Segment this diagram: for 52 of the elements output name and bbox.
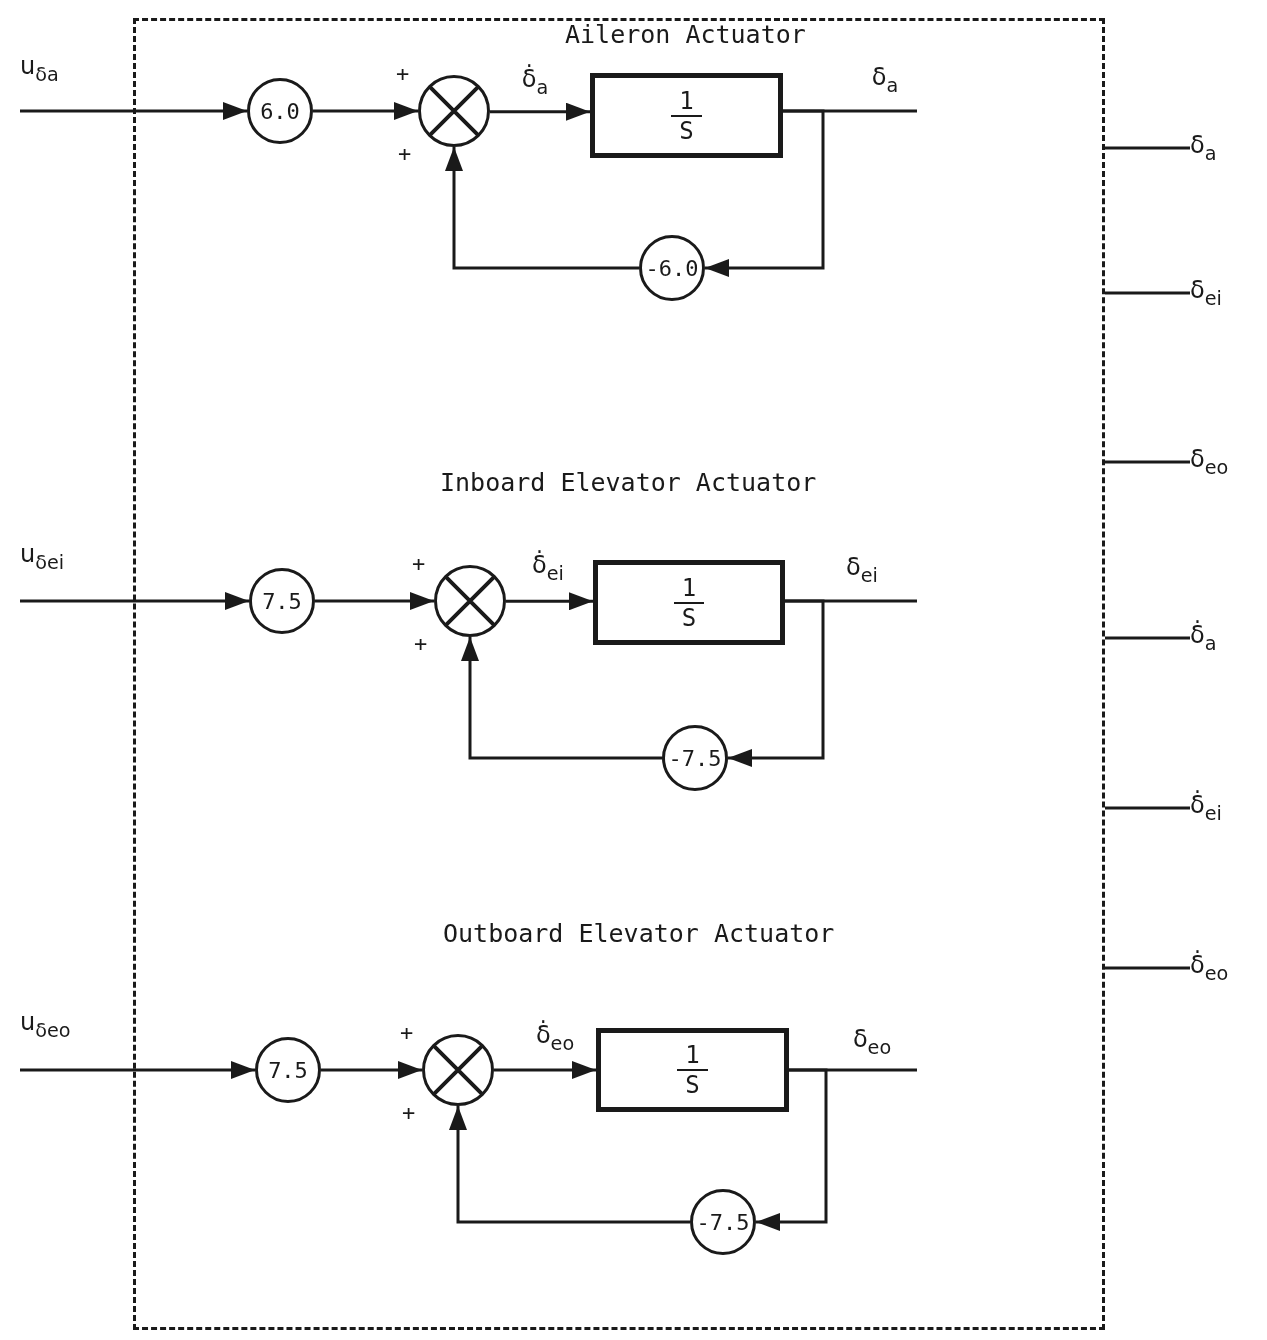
signal-line (313, 102, 418, 120)
signal-line (1105, 460, 1190, 464)
signal-label: δ$_{ei}$ (1190, 263, 1265, 323)
plus-sign: + (402, 1100, 416, 1125)
signal-line (461, 637, 662, 760)
signal-line (1105, 966, 1190, 970)
signal-label: δ$_{a}$ (1190, 118, 1265, 178)
signal-line (321, 1061, 422, 1079)
plus-sign: + (400, 1020, 414, 1045)
signal-line (1105, 291, 1190, 295)
plus-sign: + (398, 141, 412, 166)
integrator-block: 1 S (590, 73, 783, 158)
signal-line (445, 147, 639, 270)
plus-sign: + (396, 61, 410, 86)
signal-line (756, 1068, 828, 1231)
signal-label: u$_{δei}$ (20, 540, 115, 601)
integrator-block: 1 S (593, 560, 785, 645)
gain-circle: -6.0 (639, 235, 705, 301)
signal-line (449, 1106, 690, 1224)
plus-sign: + (414, 631, 428, 656)
signal-line (18, 1061, 255, 1079)
signal-line (1105, 636, 1190, 640)
integrator-block: 1 S (596, 1028, 789, 1112)
summing-junction (422, 1034, 494, 1106)
signal-line (705, 109, 825, 277)
signal-line (1105, 806, 1190, 810)
signal-label: δ̇$_{a}$ (1190, 608, 1265, 668)
dashed-boundary (133, 18, 1105, 1330)
gain-circle: 7.5 (255, 1037, 321, 1103)
signal-label: δ̇$_{ei}$ (1190, 778, 1265, 838)
section-title: Outboard Elevator Actuator (443, 919, 835, 948)
signal-label: u$_{δeo}$ (20, 1008, 130, 1070)
signal-line (1105, 146, 1190, 150)
signal-label: u$_{δa}$ (20, 52, 100, 111)
summing-junction (418, 75, 490, 147)
gain-circle: 6.0 (247, 78, 313, 144)
signal-line (18, 592, 249, 610)
gain-circle: -7.5 (690, 1189, 756, 1255)
section-title: Aileron Actuator (565, 20, 806, 49)
signal-line (490, 102, 590, 121)
signal-line (18, 102, 247, 120)
gain-circle: -7.5 (662, 725, 728, 791)
signal-line (506, 592, 593, 611)
summing-junction (434, 565, 506, 637)
section-title: Inboard Elevator Actuator (440, 468, 817, 497)
signal-label: δ$_{eo}$ (1190, 432, 1265, 492)
plus-sign: + (412, 551, 426, 576)
gain-circle: 7.5 (249, 568, 315, 634)
signal-line (315, 592, 434, 610)
signal-label: δ̇$_{eo}$ (1190, 938, 1265, 998)
signal-line (494, 1061, 596, 1079)
signal-line (728, 599, 825, 767)
